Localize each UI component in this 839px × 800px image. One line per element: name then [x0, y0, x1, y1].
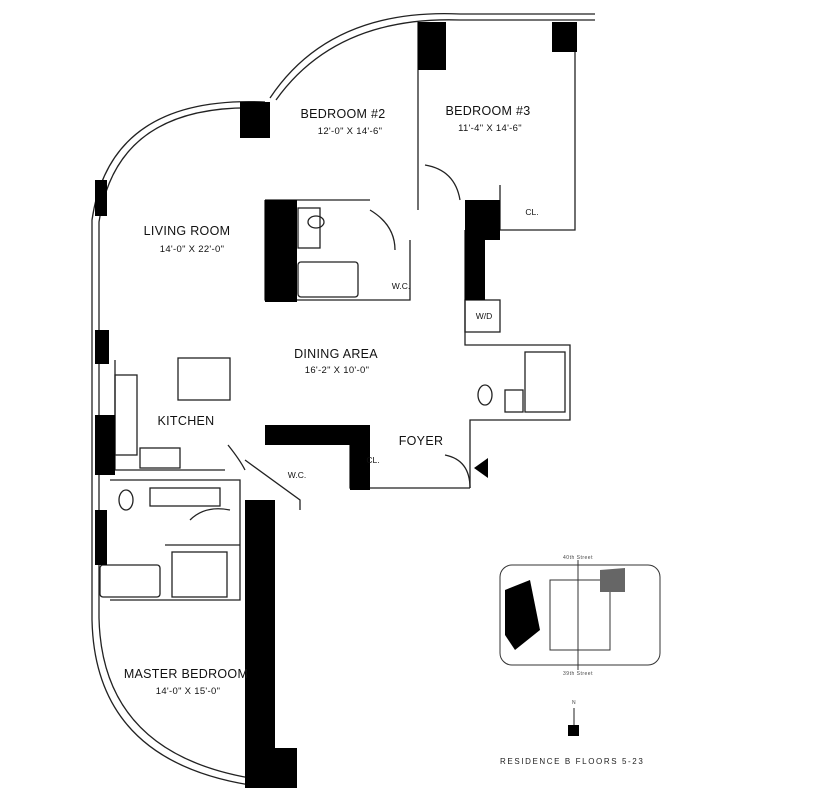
room-dims-bedroom-3: 11'-4" X 14'-6"	[458, 123, 522, 134]
key-plan	[499, 560, 661, 736]
door-swing-bed2	[369, 209, 396, 251]
room-name-foyer: FOYER	[398, 434, 444, 448]
room-name-kitchen: KITCHEN	[157, 414, 215, 428]
north-label: N	[571, 700, 577, 706]
room-name-master-bedroom: MASTER BEDROOM	[123, 667, 249, 681]
wall-segment	[265, 425, 355, 445]
stove	[139, 447, 181, 469]
wall-segment	[465, 200, 500, 240]
column	[240, 102, 270, 138]
room-name-living-room: LIVING ROOM	[143, 224, 231, 238]
kitchen-counter	[114, 374, 138, 456]
bathtub-master	[99, 564, 161, 598]
wall-segment	[245, 500, 275, 765]
sink-right	[504, 389, 524, 413]
label-closet-bedroom-3: CL.	[525, 207, 539, 217]
label-closet-foyer: CL.	[366, 455, 380, 465]
toilet-master	[118, 489, 134, 511]
exterior-curved-wall-top-inner	[275, 19, 595, 101]
room-name-bedroom-3: BEDROOM #3	[445, 104, 531, 118]
door-swing-kitchen	[227, 444, 246, 471]
door-swing-master	[189, 508, 231, 521]
room-name-dining-area: DINING AREA	[294, 347, 378, 361]
shower-master	[171, 551, 228, 598]
partition-bed3-right	[500, 22, 576, 231]
exterior-curved-wall-left	[91, 100, 266, 786]
key-plan-street-south: 39th Street	[563, 671, 593, 677]
residence-caption: RESIDENCE B FLOORS 5-23	[500, 757, 645, 766]
sink-bed2	[297, 207, 321, 249]
column	[95, 330, 109, 364]
key-plan-corner	[600, 568, 625, 592]
column	[552, 22, 577, 52]
vanity-master	[149, 487, 221, 507]
key-plan-unit-highlight	[505, 580, 540, 650]
wall-segment	[465, 240, 485, 300]
key-plan-core	[549, 579, 611, 651]
room-dims-bedroom-2: 12'-0" X 14'-6"	[317, 126, 383, 137]
exterior-curved-wall-left-inner	[98, 107, 261, 779]
label-wc-foyer: W.C.	[287, 470, 307, 480]
room-dims-living-room: 14'-0" X 22'-0"	[159, 244, 225, 255]
column	[418, 22, 446, 70]
entry-arrow	[474, 458, 488, 478]
door-swing-bed3	[424, 164, 461, 201]
partition-closet-master	[244, 459, 301, 510]
room-dims-master-bedroom: 14'-0" X 15'-0"	[155, 686, 221, 697]
wall-segment	[95, 415, 115, 475]
column	[95, 180, 107, 216]
room-name-bedroom-2: BEDROOM #2	[300, 107, 386, 121]
kitchen-island	[177, 357, 231, 401]
north-marker	[568, 725, 579, 736]
room-dims-dining-area: 16'-2" X 10'-0"	[304, 365, 370, 376]
toilet-bed2	[307, 215, 325, 229]
wall-segment	[350, 425, 370, 490]
partition-master-bath	[110, 479, 241, 601]
column	[245, 748, 297, 788]
wall-segment	[265, 200, 297, 302]
label-wc-bedroom-2: W.C.	[391, 281, 411, 291]
exterior-curved-wall-top	[269, 12, 595, 99]
key-plan-street-north: 40th Street	[563, 555, 593, 561]
door-swing-foyer	[444, 454, 471, 489]
wall-segment	[95, 510, 107, 565]
bathtub-bed2	[297, 261, 359, 298]
label-washer-dryer: W/D	[475, 311, 493, 321]
shower-right	[524, 351, 566, 413]
toilet-right	[477, 384, 493, 406]
key-plan-building	[499, 564, 661, 666]
